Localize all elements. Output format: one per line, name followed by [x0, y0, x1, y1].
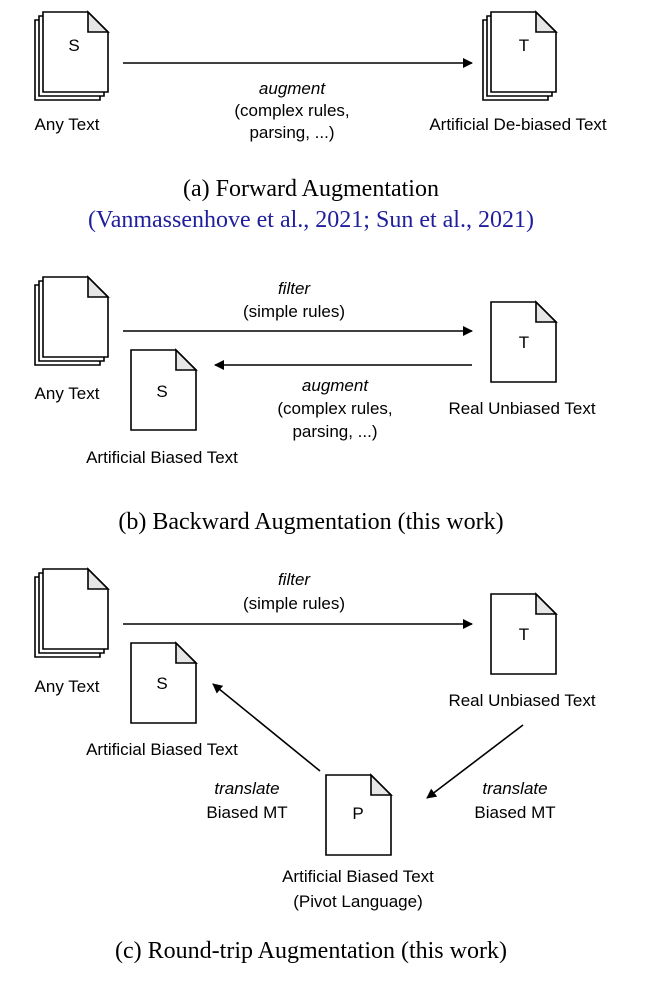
doc-pivot-c: P [325, 773, 393, 856]
arrow-label-augment: augment [259, 79, 326, 98]
label-any-text: Any Text [35, 115, 100, 134]
panel-a: S Any Text T Artificial De-biased Text a… [34, 10, 607, 233]
arrow-label-simple-rules: (simple rules) [243, 594, 345, 613]
label-pivot-language: (Pivot Language) [293, 892, 422, 911]
arrow-label-translate-left: translate [214, 779, 279, 798]
arrow-label-filter: filter [278, 279, 311, 298]
label-artificial-debiased-text: Artificial De-biased Text [429, 115, 607, 134]
citation-link-sun[interactable]: Sun et al., 2021 [376, 207, 526, 233]
doc-real-unbiased-b: T [490, 300, 558, 383]
label-any-text: Any Text [35, 677, 100, 696]
arrow-label-complex-rules: (complex rules, [277, 399, 392, 418]
caption-c: (c) Round-trip Augmentation (this work) [115, 938, 507, 964]
doc-real-unbiased-c: T [490, 592, 558, 675]
arrow-label-complex-rules: (complex rules, [234, 101, 349, 120]
label-real-unbiased-text: Real Unbiased Text [448, 399, 595, 418]
doc-artificial-biased-b: S [130, 348, 198, 431]
label-real-unbiased-text: Real Unbiased Text [448, 691, 595, 710]
doc-letter-t: T [519, 36, 529, 55]
arrow-label-augment: augment [302, 376, 369, 395]
doc-letter-t: T [519, 333, 529, 352]
arrow-label-translate-right: translate [482, 779, 547, 798]
arrow-label-parsing: parsing, ...) [292, 422, 377, 441]
citation-link-vanmassenhove[interactable]: Vanmassenhove et al., 2021 [96, 207, 363, 233]
doc-letter-t: T [519, 625, 529, 644]
citation-a: (Vanmassenhove et al., 2021; Sun et al.,… [88, 207, 534, 233]
label-artificial-biased-text: Artificial Biased Text [86, 448, 238, 467]
doc-letter-s: S [68, 36, 79, 55]
label-artificial-biased-text-pivot: Artificial Biased Text [282, 867, 434, 886]
doc-stack-target-a: T [482, 10, 558, 101]
caption-a: (a) Forward Augmentation [183, 176, 439, 202]
arrow-label-biased-mt-right: Biased MT [474, 803, 555, 822]
caption-b: (b) Backward Augmentation (this work) [118, 509, 503, 535]
arrow-translate-from-pivot [212, 683, 321, 772]
citation-open-paren: ( [88, 207, 96, 233]
panel-c: Any Text T Real Unbiased Text S Artifici… [34, 567, 596, 964]
doc-stack-any-b [34, 275, 110, 366]
doc-stack-any-c [34, 567, 110, 658]
panel-b: Any Text T Real Unbiased Text S Artifici… [34, 275, 596, 535]
citation-close-paren: ) [526, 207, 534, 233]
doc-stack-source-a: S [34, 10, 110, 101]
doc-letter-p: P [352, 804, 363, 823]
doc-letter-s: S [156, 382, 167, 401]
label-artificial-biased-text: Artificial Biased Text [86, 740, 238, 759]
citation-separator: ; [363, 207, 376, 233]
arrow-translate-to-pivot [426, 724, 524, 799]
arrow-label-simple-rules: (simple rules) [243, 302, 345, 321]
label-any-text: Any Text [35, 384, 100, 403]
arrow-label-filter: filter [278, 570, 311, 589]
arrow-label-biased-mt-left: Biased MT [206, 803, 287, 822]
doc-artificial-biased-c: S [130, 641, 198, 724]
doc-letter-s: S [156, 674, 167, 693]
arrow-label-parsing: parsing, ...) [249, 123, 334, 142]
